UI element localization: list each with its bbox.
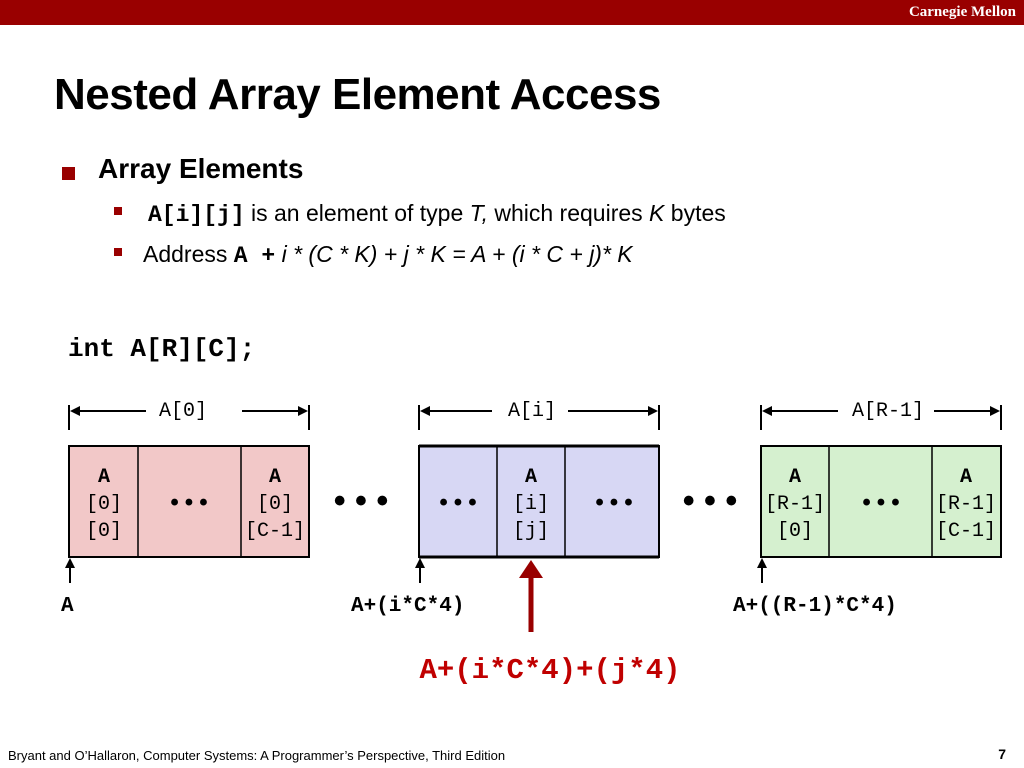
text-address: Address [143,241,228,267]
bullet-element-type: A[i][j] is an element of type T, which r… [148,200,726,228]
big-dots-1: • • • [334,482,389,520]
arrow-up-icon [519,560,543,578]
cell-ellipsis: ••• [167,491,210,518]
arrow-left-icon [70,406,80,416]
arrow-right-icon [990,406,1000,416]
cell-ar1c1-name: A [960,466,972,489]
cell-ar10-col: [0] [777,520,813,543]
row-block-ar1 [760,445,1002,558]
arrow-left-icon [420,406,430,416]
cell-a0c1-col: [C-1] [245,520,305,543]
text-K: K [649,200,665,226]
text-which-requires: which requires [494,200,643,226]
row-label-ai: A[i] [508,400,556,423]
arrow-up-icon [65,558,75,568]
addr-label-ar1: A+((R-1)*C*4) [733,595,897,618]
cell-a00-name: A [98,466,110,489]
slide-title: Nested Array Element Access [54,70,661,119]
cell-ar1c1-col: [C-1] [936,520,996,543]
cell-ar10-name: A [789,466,801,489]
text-element-type: is an element of type [251,200,464,226]
cell-ellipsis: ••• [859,491,902,518]
brand-label: Carnegie Mellon [908,4,1016,20]
bullet-square-icon [62,167,75,180]
arrow-up-icon [415,558,425,568]
sub-bullet-square-icon [114,207,122,215]
footer-citation: Bryant and O’Hallaron, Computer Systems:… [8,748,506,763]
cell-aij-col: [j] [513,520,549,543]
arrow-left-icon [762,406,772,416]
cell-ar1c1-row: [R-1] [936,493,996,516]
code-aij: A[i][j] [148,202,245,228]
row-label-a0: A[0] [159,400,207,423]
big-dots-2: • • • [683,482,738,520]
element-address-formula: A+(i*C*4)+(j*4) [419,654,680,687]
row-label-ar1: A[R-1] [852,400,924,423]
address-formula: i * (C * K) + j * K = A + (i * C + j)* K [281,241,633,267]
cell-a0c1-row: [0] [257,493,293,516]
code-a-plus: A + [233,243,276,269]
cell-ar10-row: [R-1] [765,493,825,516]
cell-ellipsis: ••• [592,491,635,518]
bullet-array-elements: Array Elements [98,153,304,184]
cell-a00-row: [0] [86,493,122,516]
bullet-address: Address A + i * (C * K) + j * K = A + (i… [143,241,633,269]
row-block-a0 [68,445,310,558]
sub-bullet-square-icon [114,248,122,256]
addr-label-a: A [61,595,74,618]
page-number: 7 [998,746,1006,762]
cell-a0c1-name: A [269,466,281,489]
row-block-ai [418,445,660,558]
text-bytes: bytes [670,200,726,226]
arrow-right-icon [648,406,658,416]
cell-aij-name: A [525,466,537,489]
arrow-right-icon [298,406,308,416]
addr-label-ai: A+(i*C*4) [351,595,464,618]
cell-ellipsis: ••• [436,491,479,518]
array-declaration: int A[R][C]; [68,334,256,364]
cell-a00-col: [0] [86,520,122,543]
text-T: T, [469,200,488,226]
arrow-up-icon [757,558,767,568]
cell-aij-row: [i] [513,493,549,516]
top-bar: Carnegie Mellon [0,0,1024,25]
